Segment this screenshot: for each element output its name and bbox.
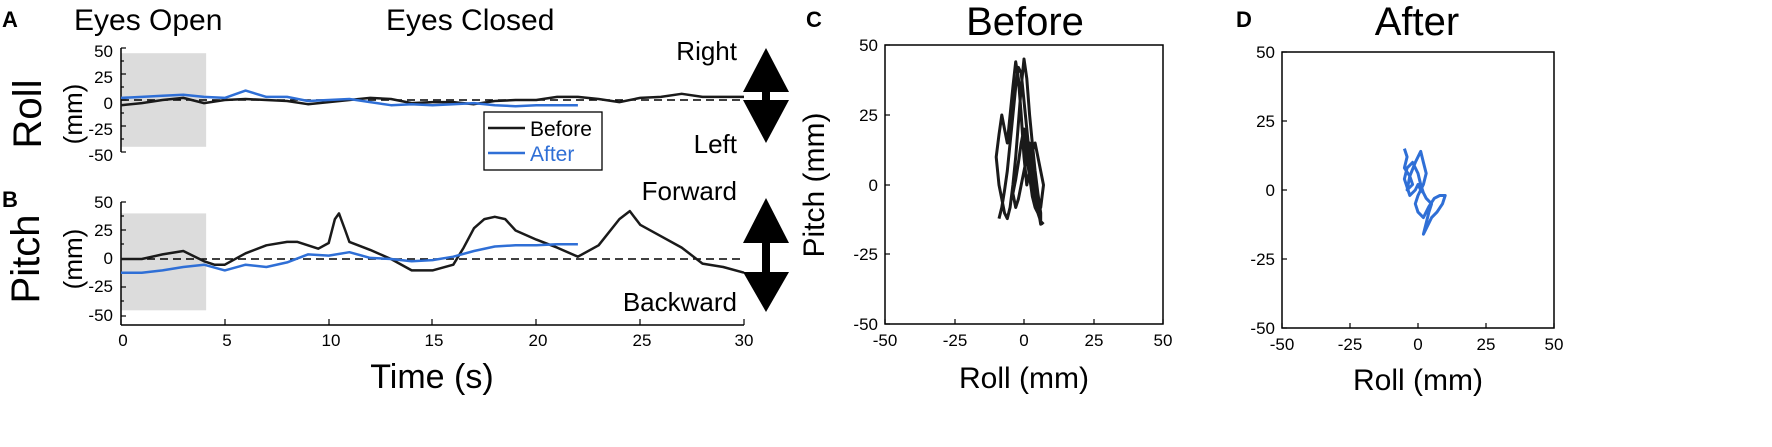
panel-d-xlabel: Roll (mm)	[1353, 364, 1483, 397]
panel-d: D After 50 25 0 -25 -50 -50 -25 0 25 50 …	[1236, 0, 1563, 397]
pitch-arrow-icon	[743, 198, 789, 312]
panel-a-after-line	[120, 89, 578, 108]
panel-b-after-line	[121, 242, 578, 274]
panel-c-ylabel: Pitch (mm)	[798, 113, 831, 258]
panel-b: B Pitch (mm) 50 25 0 -25 -50 0 5 10 15 2…	[2, 176, 789, 396]
panel-c-ytick-label: 25	[859, 106, 878, 125]
panel-b-xtick-label: 30	[735, 331, 754, 350]
panel-b-xlabel: Time (s)	[370, 358, 493, 396]
panel-a-ylabel: Roll	[6, 80, 50, 149]
panel-c-ytick-label: 0	[869, 176, 878, 195]
panel-d-xtick-label: 0	[1413, 335, 1422, 354]
panel-c-xtick-label: 50	[1154, 331, 1173, 350]
panel-d-ytick-label: -50	[1250, 319, 1275, 338]
panel-c-trajectory	[994, 57, 1045, 226]
panel-b-xticks	[120, 319, 745, 325]
panel-d-trajectory	[1402, 148, 1447, 236]
panel-a-letter: A	[2, 7, 18, 32]
direction-backward-label: Backward	[623, 287, 737, 317]
panel-a-ytick-label: -50	[88, 146, 113, 165]
panel-d-letter: D	[1236, 7, 1252, 32]
panel-b-ytick-label: -25	[88, 277, 113, 296]
panel-a-ytick-label: 25	[94, 68, 113, 87]
panel-a-ytick-label: -25	[88, 120, 113, 139]
panel-d-xtick-label: 50	[1545, 335, 1564, 354]
direction-left-label: Left	[694, 129, 738, 159]
panel-c-ytick-label: -50	[853, 315, 878, 334]
panel-b-before-line	[121, 209, 745, 274]
panel-c-ticks	[884, 44, 1164, 325]
panel-c-xtick-label: -50	[873, 331, 898, 350]
panel-a-ytick-label: 0	[104, 94, 113, 113]
panel-c-xtick-label: -25	[943, 331, 968, 350]
panel-c-xtick-label: 25	[1085, 331, 1104, 350]
panel-b-xtick-label: 20	[529, 331, 548, 350]
panel-d-ytick-label: 50	[1256, 43, 1275, 62]
panel-a-before-line	[120, 92, 744, 107]
panel-d-ytick-label: 0	[1266, 181, 1275, 200]
panel-c: C Before 50 25 0 -25 -50 -50 -25 0 25 50…	[798, 0, 1172, 395]
panel-c-xtick-label: 0	[1019, 331, 1028, 350]
panel-b-xtick-label: 10	[322, 331, 341, 350]
panel-b-ytick-label: 25	[94, 221, 113, 240]
panel-b-ytick-label: -50	[88, 306, 113, 325]
panel-b-xtick-label: 25	[633, 331, 652, 350]
panel-c-title: Before	[966, 0, 1084, 44]
panel-d-title: After	[1375, 0, 1459, 44]
panel-d-frame	[1281, 51, 1555, 329]
panel-b-yunit: (mm)	[58, 229, 88, 290]
eyes-closed-label: Eyes Closed	[386, 4, 554, 37]
panel-b-xtick-label: 15	[425, 331, 444, 350]
legend: Before After	[483, 111, 603, 171]
panel-b-ytick-label: 50	[94, 193, 113, 212]
panel-d-xtick-label: 25	[1477, 335, 1496, 354]
legend-after-label: After	[530, 143, 574, 166]
panel-a-yunit: (mm)	[58, 84, 88, 145]
panel-c-ytick-label: 50	[859, 36, 878, 55]
direction-right-label: Right	[676, 36, 737, 66]
panel-b-letter: B	[2, 187, 18, 212]
panel-d-ticks	[1281, 51, 1555, 329]
eyes-open-label: Eyes Open	[74, 4, 222, 37]
direction-forward-label: Forward	[642, 176, 737, 206]
panel-b-ylabel: Pitch	[4, 215, 48, 304]
panel-b-xtick-label: 5	[222, 331, 231, 350]
legend-box	[483, 111, 603, 171]
panel-d-ytick-label: -25	[1250, 250, 1275, 269]
panel-c-xlabel: Roll (mm)	[959, 362, 1089, 395]
panel-d-ytick-label: 25	[1256, 112, 1275, 131]
panel-c-ytick-label: -25	[853, 245, 878, 264]
panel-b-eyes-open-shade	[121, 213, 207, 311]
panel-a-ytick-label: 50	[94, 42, 113, 61]
panel-d-xtick-label: -50	[1270, 335, 1295, 354]
panel-a: A Eyes Open Eyes Closed Roll (mm) 50 25 …	[2, 4, 789, 171]
panel-c-letter: C	[806, 7, 822, 32]
legend-before-label: Before	[530, 118, 592, 141]
roll-arrow-icon	[743, 48, 789, 143]
panel-d-xtick-label: -25	[1338, 335, 1363, 354]
panel-b-xtick-label: 0	[118, 331, 127, 350]
panel-b-ytick-label: 0	[104, 249, 113, 268]
